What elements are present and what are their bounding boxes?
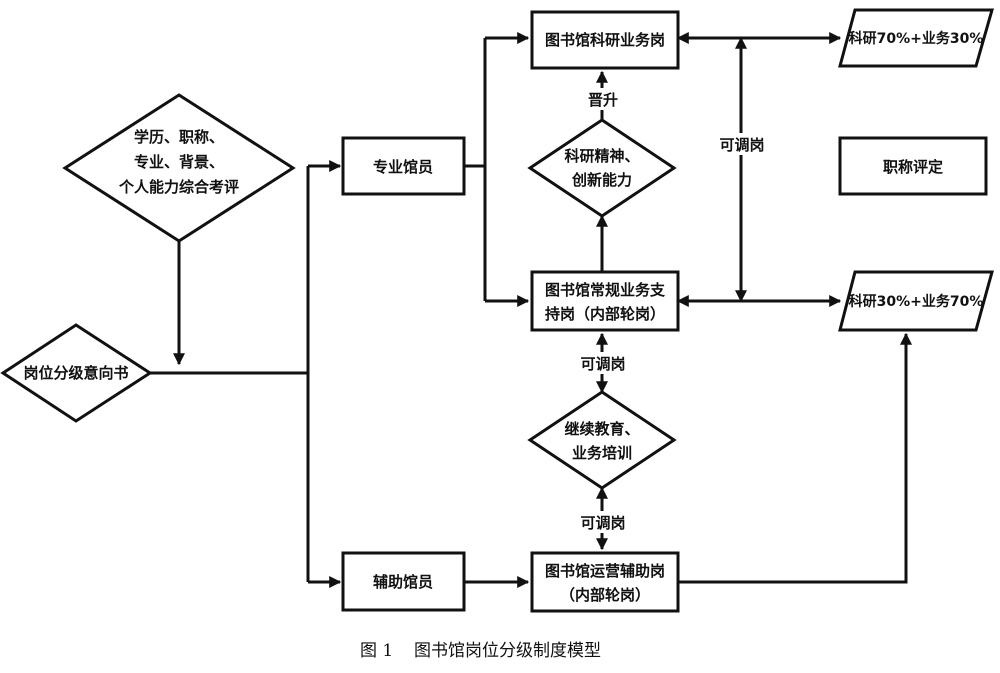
figure-caption: 图 1 图书馆岗位分级制度模型 — [360, 641, 601, 661]
routine-post-line-1: 图书馆常规业务支 — [545, 281, 666, 299]
caption-text: 图书馆岗位分级制度模型 — [414, 641, 601, 661]
connectors — [150, 32, 912, 588]
research-post-label: 图书馆科研业务岗 — [545, 31, 665, 49]
research-post-box: 图书馆科研业务岗 — [530, 10, 680, 70]
intent-letter-diamond: 岗位分级意向书 — [0, 323, 153, 423]
research-spirit-line-1: 科研精神、 — [564, 147, 639, 165]
continuing-education-line-1: 继续教育、 — [564, 420, 639, 438]
operations-post-line-1: 图书馆运营辅助岗 — [545, 562, 665, 580]
edge-label-adjustable-continuing-operations: 可调岗 — [580, 514, 625, 532]
edge-label-adjustable-research-routine: 可调岗 — [719, 136, 764, 154]
caption-number: 图 1 — [360, 641, 393, 661]
research-spirit-diamond: 科研精神、 创新能力 — [527, 118, 677, 218]
routine-post-line-2: 持岗（内部轮岗） — [545, 305, 665, 323]
routine-post-box: 图书馆常规业务支 持岗（内部轮岗） — [530, 270, 680, 332]
continuing-education-diamond: 继续教育、 业务培训 — [527, 390, 677, 490]
ratio-research-low-box: 科研30%+业务70% — [838, 270, 994, 332]
ratio-research-high-box: 科研70%+业务30% — [838, 8, 994, 68]
assessment-line-1: 学历、职称、 — [134, 128, 224, 146]
intent-letter-label: 岗位分级意向书 — [23, 364, 128, 382]
ratio-research-high-label: 科研70%+业务30% — [849, 30, 984, 47]
assessment-line-3: 个人能力综合考评 — [118, 178, 239, 196]
operations-post-line-2: （内部轮岗） — [560, 586, 650, 604]
operations-to-ratio-low-arrow — [678, 332, 912, 584]
edge-labels: 晋升 可调岗 可调岗 可调岗 — [576, 88, 769, 533]
continuing-education-line-2: 业务培训 — [572, 444, 632, 462]
professional-librarian-box: 专业馆员 — [341, 136, 466, 196]
auxiliary-librarian-box: 辅助馆员 — [341, 551, 466, 612]
ratio-research-low-label: 科研30%+业务70% — [849, 293, 984, 310]
title-evaluation-box: 职称评定 — [838, 136, 988, 196]
assessment-diamond: 学历、职称、 专业、背景、 个人能力综合考评 — [62, 93, 296, 243]
edge-label-promotion: 晋升 — [588, 91, 618, 109]
research-spirit-line-2: 创新能力 — [571, 171, 632, 189]
auxiliary-librarian-label: 辅助馆员 — [373, 573, 433, 591]
operations-post-box: 图书馆运营辅助岗 （内部轮岗） — [530, 551, 680, 613]
professional-librarian-label: 专业馆员 — [373, 158, 433, 176]
title-evaluation-label: 职称评定 — [883, 158, 943, 176]
edge-label-adjustable-routine-continuing: 可调岗 — [580, 355, 625, 373]
assessment-line-2: 专业、背景、 — [134, 153, 224, 171]
